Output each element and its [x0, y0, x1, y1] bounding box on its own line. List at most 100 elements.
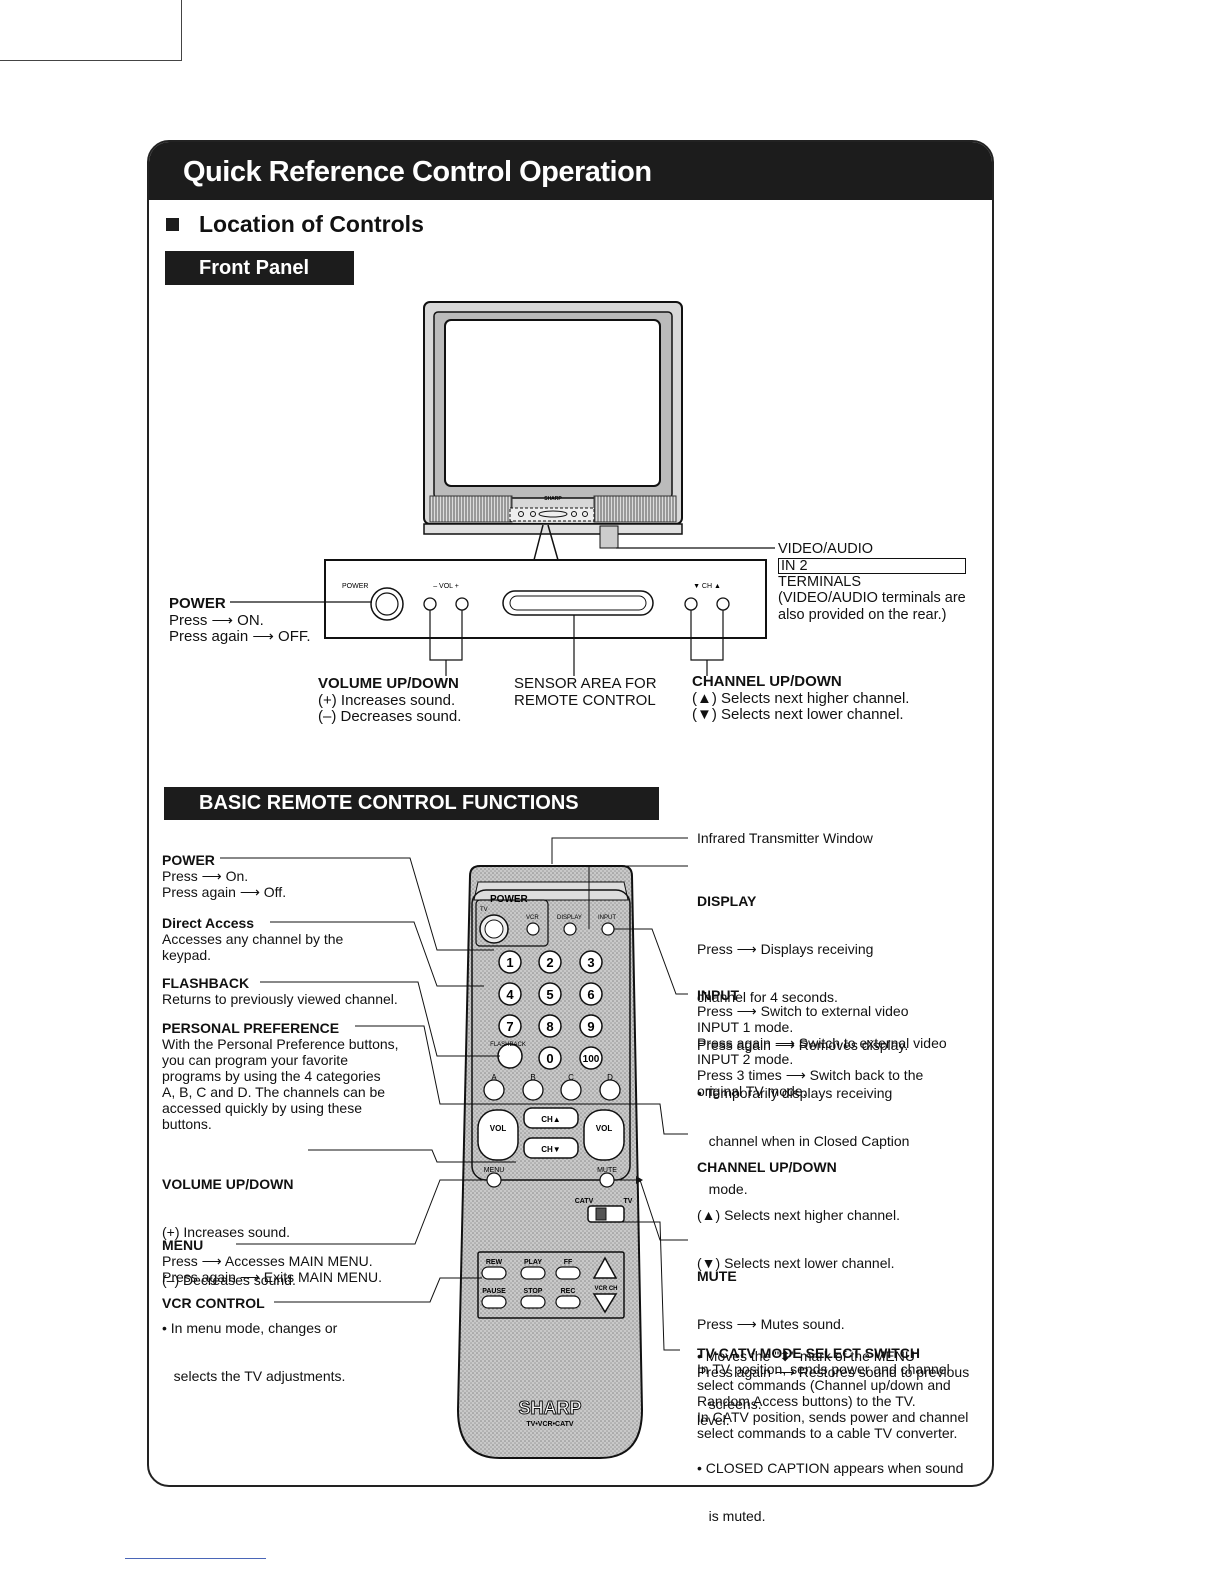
key-3: 3 [587, 955, 594, 970]
remote-infrared-callout: Infrared Transmitter Window [697, 830, 873, 846]
front-panel-band: Front Panel [165, 251, 354, 285]
remote-pref-callout: PERSONAL PREFERENCE With the Personal Pr… [162, 1020, 399, 1132]
remote-power-vcr-button [526, 922, 540, 936]
fp-va-line3: also provided on the rear.) [778, 606, 947, 623]
fp-channel-line2: (▼) Selects next lower channel. [692, 706, 904, 723]
fp-va-line1: TERMINALS [778, 573, 861, 590]
remote-channel-title: CHANNEL UP/DOWN [697, 1159, 837, 1175]
rec-text: REC [561, 1288, 576, 1295]
ch-down-text: CH▼ [541, 1145, 560, 1154]
key-7: 7 [506, 1019, 513, 1034]
remote-input-line: Press ⟶ Switch to external video [697, 1003, 909, 1019]
remote-display-line: mode. [697, 1181, 748, 1197]
remote-menu-line: Press ⟶ Accesses MAIN MENU. [162, 1253, 373, 1269]
remote-infrared-text: Infrared Transmitter Window [697, 830, 873, 846]
remote-menu-callout: MENU Press ⟶ Accesses MAIN MENU. Press a… [162, 1237, 382, 1285]
remote-pref-line: accessed quickly by using these [162, 1100, 362, 1116]
remote-power-callout: POWER Press ⟶ On. Press again ⟶ Off. [162, 852, 286, 900]
remote-switch-line: In TV position, sends power and channel [697, 1361, 950, 1377]
play-text: PLAY [524, 1259, 542, 1266]
remote-direct-line: keypad. [162, 947, 212, 963]
remote-display-line: channel when in Closed Caption [697, 1133, 910, 1149]
flashback-text: FLASHBACK [490, 1042, 526, 1048]
fp-power-callout: POWER Press ⟶ ON. Press again ⟶ OFF. [169, 595, 311, 646]
fp-sensor-callout: SENSOR AREA FOR REMOTE CONTROL [514, 675, 657, 709]
remote-switch-line: In CATV position, sends power and channe… [697, 1409, 969, 1425]
remote-power-title: POWER [162, 852, 215, 868]
remote-input-line: INPUT 1 mode. [697, 1019, 794, 1035]
remote-pref-line: you can program your favorite [162, 1052, 348, 1068]
page-title: Quick Reference Control Operation [183, 156, 652, 188]
fp-sensor-line1: SENSOR AREA FOR [514, 675, 657, 692]
remote-vcr-callout: VCR CONTROL [162, 1295, 265, 1311]
remote-power-line: Press ⟶ On. [162, 868, 249, 884]
remote-input-text: INPUT [598, 915, 616, 921]
vcr-ch-text: VCR CH [594, 1286, 617, 1292]
fp-volume-line2: (–) Decreases sound. [318, 708, 462, 725]
remote-volume-line: (–) Decreases sound. [162, 1272, 296, 1288]
remote-mute-line: Press again ⟶ Restores sound to previous [697, 1364, 970, 1380]
remote-switch-title: TV-CATV MODE SELECT SWITCH [697, 1345, 920, 1361]
remote-mute-line: is muted. [697, 1508, 766, 1524]
remote-display-line: Press ⟶ Displays receiving [697, 941, 874, 957]
remote-mute-callout: MUTE Press ⟶ Mutes sound. Press again ⟶ … [697, 1236, 969, 1540]
fp-video-audio-callout: VIDEO/AUDIO IN 2 TERMINALS (VIDEO/AUDIO … [778, 541, 966, 623]
key-8: 8 [546, 1019, 553, 1034]
remote-vcr-block: REW PLAY FF PAUSE STOP REC VCR CH [477, 1251, 625, 1319]
remote-tv-text: TV [480, 907, 488, 913]
remote-input-line: INPUT 2 mode. [697, 1051, 794, 1067]
tv-brand: SHARP [544, 496, 562, 502]
remote-switch-line: select commands (Channel up/down and [697, 1377, 951, 1393]
remote-menu-title: MENU [162, 1237, 204, 1253]
key-6: 6 [587, 987, 594, 1002]
page-corner-box [0, 0, 182, 61]
remote-keypad: 1 2 3 4 5 6 7 8 9 FLASHBACK 0 100 [490, 950, 603, 1070]
remote-pref-line: A, B, C and D. The channels can be [162, 1084, 386, 1100]
remote-model-line: TV•VCR•CATV [526, 1421, 573, 1428]
key-1: 1 [506, 955, 513, 970]
remote-channel-line: • Moves the "⬍" mark of the MENU [697, 1348, 915, 1364]
remote-switch-line: select commands to a cable TV converter. [697, 1425, 958, 1441]
stop-text: STOP [524, 1288, 543, 1295]
tv-switch-text: TV [624, 1198, 633, 1205]
fp-in2-box: IN 2 [778, 557, 966, 574]
remote-pref-line: buttons. [162, 1116, 212, 1132]
remote-body [456, 865, 644, 1459]
key-2: 2 [546, 955, 553, 970]
fp-va-line2: (VIDEO/AUDIO terminals are [778, 590, 966, 606]
fp-channel-callout: CHANNEL UP/DOWN (▲) Selects next higher … [692, 673, 909, 724]
fp-power-line2: Press again ⟶ OFF. [169, 628, 311, 645]
key-9: 9 [587, 1019, 594, 1034]
fp-volume-callout: VOLUME UP/DOWN (+) Increases sound. (–) … [318, 675, 462, 726]
remote-input-title: INPUT [697, 987, 739, 1003]
remote-flashback-callout: FLASHBACK Returns to previously viewed c… [162, 975, 398, 1007]
remote-direct-callout: Direct Access Accesses any channel by th… [162, 915, 343, 963]
vol-right-text: VOL [596, 1124, 613, 1133]
remote-input-line: Press again ⟶ Switch to external video [697, 1035, 947, 1051]
panel-vol-label: – VOL + [433, 583, 459, 590]
remote-mute-line: • CLOSED CAPTION appears when sound [697, 1460, 964, 1476]
remote-flashback-title: FLASHBACK [162, 975, 250, 991]
remote-volume-line: • In menu mode, changes or [162, 1320, 338, 1336]
key-4: 4 [506, 987, 514, 1002]
key-0: 0 [546, 1051, 553, 1066]
fp-power-line1: Press ⟶ ON. [169, 611, 264, 629]
remote-menu-line: Press again ⟶ Exits MAIN MENU. [162, 1269, 383, 1285]
remote-mute-title: MUTE [697, 1268, 737, 1284]
remote-direct-line: Accesses any channel by the [162, 931, 344, 947]
remote-channel-line: (▲) Selects next higher channel. [697, 1207, 900, 1223]
fp-channel-title: CHANNEL UP/DOWN [692, 673, 842, 690]
remote-display-callout: DISPLAY Press ⟶ Displays receiving chann… [697, 861, 909, 1213]
remote-channel-line: screens. [697, 1396, 762, 1412]
remote-input-line: Press 3 times ⟶ Switch back to the [697, 1067, 924, 1083]
remote-mute-button [599, 1172, 615, 1188]
remote-power-line: Press again ⟶ Off. [162, 884, 287, 900]
remote-brand: SHARP [518, 1398, 581, 1418]
remote-vcr-text: VCR [526, 915, 539, 921]
remote-volume-callout: VOLUME UP/DOWN (+) Increases sound. (–) … [162, 1144, 345, 1400]
tv-illustration: SHARP [423, 301, 683, 549]
reference-frame: Quick Reference Control Operation [147, 140, 994, 1487]
ch-up-text: CH▲ [541, 1115, 560, 1124]
remote-input-button [601, 922, 615, 936]
